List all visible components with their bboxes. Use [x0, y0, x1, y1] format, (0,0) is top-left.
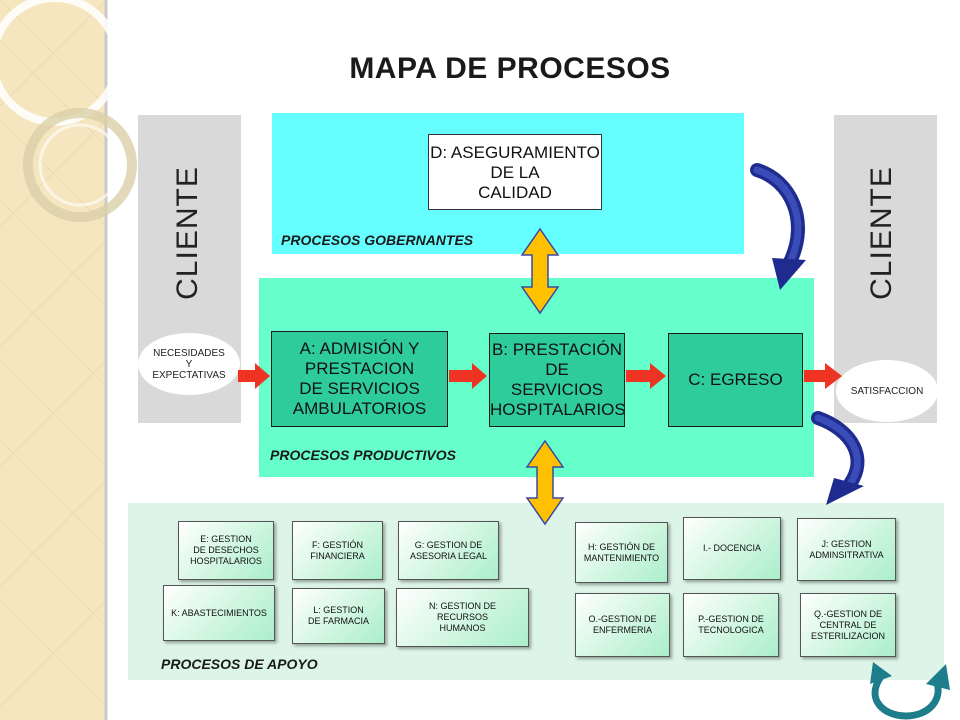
procesos-apoyo-label: PROCESOS DE APOYO [161, 656, 318, 672]
decor-circle-medium [23, 108, 137, 222]
necesidades-ellipse: NECESIDADES Y EXPECTATIVAS [138, 333, 240, 395]
double-arrow-productivos-apoyo [525, 439, 565, 526]
double-arrow-gobernantes-productivos [520, 227, 560, 315]
d-aseguramiento-box: D: ASEGURAMIENTO DE LA CALIDAD [428, 134, 602, 210]
b-prestacion-box: B: PRESTACIÓN DE SERVICIOS HOSPITALARIOS [489, 333, 626, 427]
return-arrow-icon[interactable] [870, 662, 950, 720]
i-docencia-box: I.- DOCENCIA [683, 517, 781, 580]
satisfaccion-ellipse: SATISFACCION [836, 360, 938, 422]
flow-arrow-output [804, 363, 842, 389]
k-abastecimientos-box: K: ABASTECIMIENTOS [163, 585, 275, 641]
c-egreso-box: C: EGRESO [668, 333, 803, 427]
flow-arrow-b-to-c [626, 363, 666, 389]
flow-arrow-a-to-b [449, 363, 487, 389]
procesos-gobernantes-label: PROCESOS GOBERNANTES [281, 232, 474, 248]
a-admision-box: A: ADMISIÓN Y PRESTACION DE SERVICIOS AM… [271, 331, 448, 427]
flow-arrow-input [238, 363, 270, 389]
curved-arrow-top [750, 163, 806, 290]
procesos-productivos-label: PROCESOS PRODUCTIVOS [270, 447, 456, 463]
page-title: MAPA DE PROCESOS [349, 52, 671, 85]
curved-arrow-bottom [811, 411, 865, 505]
